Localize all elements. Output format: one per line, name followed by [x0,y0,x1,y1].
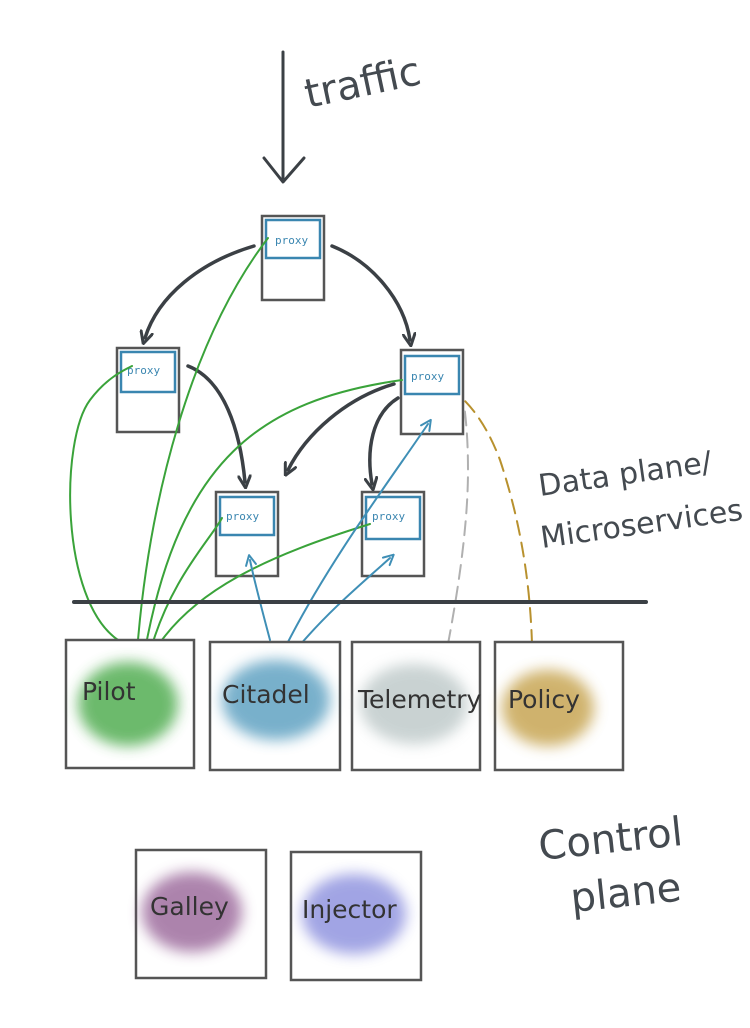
injector-color-blob [302,874,406,954]
traffic-arrow [262,50,306,184]
component-injector: Injector [289,850,423,982]
proxy-label: proxy [226,510,259,523]
plane-label: plane [568,865,683,922]
policy-color-blob [502,670,594,746]
component-galley: Galley [134,848,268,980]
pilot-config-lines [69,237,403,656]
component-label-pilot: Pilot [82,677,136,706]
galley-color-blob [142,872,242,952]
service-box-mid-right: proxy [399,348,465,436]
pilot-line [144,379,403,651]
proxy-box [119,350,177,394]
proxy-box [403,354,461,396]
pilot-line [149,517,223,653]
service-box-top: proxy [260,214,326,302]
proxy-box [218,495,276,537]
component-telemetry: Telemetry [350,640,482,772]
flow-arrow [288,382,396,470]
proxy-label: proxy [127,364,160,377]
pilot-color-blob [78,662,178,746]
policy-line [463,399,533,645]
citadel-line [299,553,395,646]
component-pilot: Pilot [64,638,196,770]
component-label-policy: Policy [508,685,580,714]
telemetry-color-blob [360,664,468,744]
component-label-galley: Galley [150,892,229,921]
component-policy: Policy [493,640,625,772]
citadel-line [245,554,271,641]
microservices-label: Microservices [538,493,745,556]
telemetry-line [447,403,470,645]
component-label-injector: Injector [302,895,397,924]
flow-arrow [330,244,410,340]
proxy-box [364,495,422,541]
flow-arrow [370,396,400,484]
proxy-label: proxy [372,510,405,523]
traffic-label: traffic [301,48,425,117]
pilot-line [151,523,371,656]
citadel-color-blob [222,660,330,740]
pilot-line [137,237,269,641]
service-box-bottom-left: proxy [214,490,280,578]
proxy-label: proxy [411,370,444,383]
data-plane-label: Data plane/ [536,445,715,504]
flow-arrow [186,364,245,482]
flow-arrow [145,244,256,338]
citadel-line [287,418,432,643]
component-citadel: Citadel [208,640,342,772]
component-label-telemetry: Telemetry [357,685,482,714]
citadel-cert-lines [245,418,432,646]
pilot-line [69,365,133,641]
component-label-citadel: Citadel [222,680,310,709]
control-plane-label: Control [536,809,685,870]
proxy-label: proxy [275,234,308,247]
service-box-mid-left: proxy [115,346,181,434]
service-traffic-arrows [145,244,410,484]
